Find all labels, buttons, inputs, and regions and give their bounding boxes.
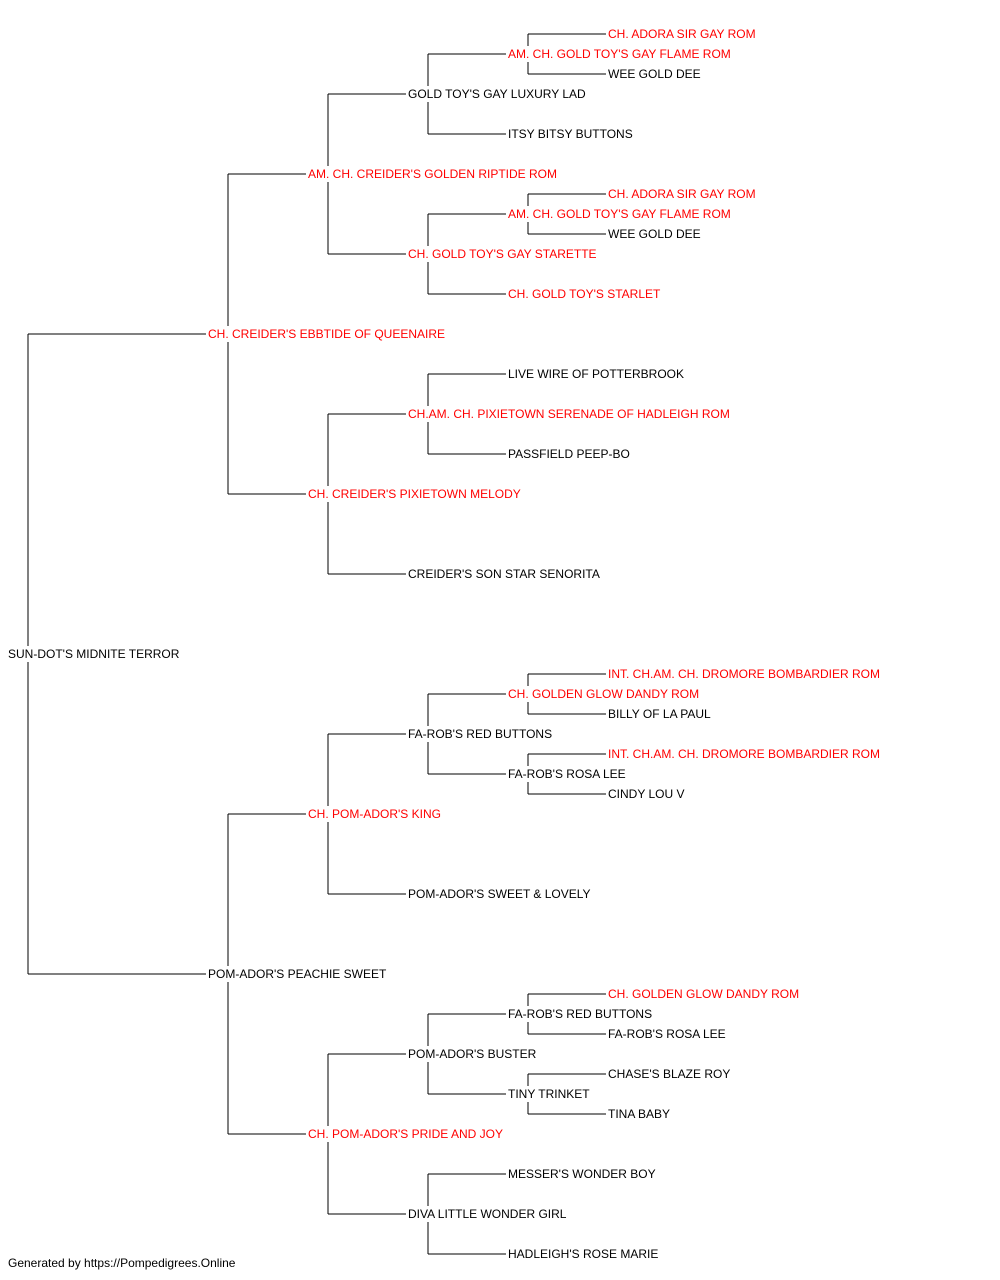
dog-name-label: CH. GOLDEN GLOW DANDY ROM <box>508 687 699 701</box>
label-background <box>506 366 687 382</box>
label-background <box>506 46 733 62</box>
dog-name-label: CH. GOLD TOY'S STARLET <box>508 287 661 301</box>
label-background <box>206 966 389 982</box>
dog-name-label: INT. CH.AM. CH. DROMORE BOMBARDIER ROM <box>608 667 880 681</box>
label-background <box>506 1166 658 1182</box>
label-background <box>606 226 703 242</box>
dog-name-label: POM-ADOR'S PEACHIE SWEET <box>208 967 387 981</box>
dog-name-label: TINA BABY <box>608 1107 670 1121</box>
label-background <box>406 886 593 902</box>
label-background <box>606 746 883 762</box>
label-background <box>506 766 628 782</box>
label-background <box>506 1086 592 1102</box>
label-background <box>606 666 883 682</box>
dog-name-label: MESSER'S WONDER BOY <box>508 1167 656 1181</box>
dog-name-label: CH.AM. CH. PIXIETOWN SERENADE OF HADLEIG… <box>408 407 730 421</box>
footer-credit: Generated by https://Pompedigrees.Online <box>8 1256 236 1270</box>
dog-name-label: CINDY LOU V <box>608 787 684 801</box>
label-background <box>306 1126 505 1142</box>
dog-name-label: AM. CH. CREIDER'S GOLDEN RIPTIDE ROM <box>308 167 557 181</box>
dog-name-label: AM. CH. GOLD TOY'S GAY FLAME ROM <box>508 47 731 61</box>
label-background <box>406 566 602 582</box>
dog-name-label: POM-ADOR'S BUSTER <box>408 1047 537 1061</box>
label-background <box>606 1106 673 1122</box>
label-background <box>406 1046 539 1062</box>
label-background <box>406 86 588 102</box>
label-background <box>606 26 758 42</box>
dog-name-label: LIVE WIRE OF POTTERBROOK <box>508 367 684 381</box>
dog-name-label: CH. ADORA SIR GAY ROM <box>608 187 756 201</box>
dog-name-label: CH. ADORA SIR GAY ROM <box>608 27 756 41</box>
dog-name-label: INT. CH.AM. CH. DROMORE BOMBARDIER ROM <box>608 747 880 761</box>
pedigree-connector-lines <box>27 33 606 1255</box>
dog-name-label: CH. GOLD TOY'S GAY STARETTE <box>408 247 597 261</box>
dog-name-label: AM. CH. GOLD TOY'S GAY FLAME ROM <box>508 207 731 221</box>
dog-name-label: ITSY BITSY BUTTONS <box>508 127 633 141</box>
dog-name-label: CREIDER'S SON STAR SENORITA <box>408 567 600 581</box>
pedigree-name-labels: CH. ADORA SIR GAY ROM WEE GOLD DEE AM. CH.… <box>6 26 883 1262</box>
label-background <box>606 1066 733 1082</box>
dog-name-label: SUN-DOT'S MIDNITE TERROR <box>8 647 180 661</box>
dog-name-label: BILLY OF LA PAUL <box>608 707 711 721</box>
dog-name-label: GOLD TOY'S GAY LUXURY LAD <box>408 87 586 101</box>
label-background <box>506 286 663 302</box>
label-background <box>506 206 733 222</box>
dog-name-label: CH. CREIDER'S PIXIETOWN MELODY <box>308 487 521 501</box>
label-background <box>6 646 182 662</box>
label-background <box>606 186 758 202</box>
label-background <box>206 326 447 342</box>
dog-name-label: FA-ROB'S RED BUTTONS <box>408 727 552 741</box>
dog-name-label: CH. POM-ADOR'S PRIDE AND JOY <box>308 1127 503 1141</box>
label-background <box>606 986 802 1002</box>
label-background <box>306 166 559 182</box>
label-background <box>606 66 703 82</box>
label-background <box>406 726 555 742</box>
label-background <box>406 246 599 262</box>
label-background <box>606 1026 728 1042</box>
label-background <box>506 686 702 702</box>
dog-name-label: CH. GOLDEN GLOW DANDY ROM <box>608 987 799 1001</box>
label-background <box>306 486 523 502</box>
dog-name-label: FA-ROB'S ROSA LEE <box>508 767 626 781</box>
dog-name-label: WEE GOLD DEE <box>608 227 701 241</box>
label-background <box>606 786 687 802</box>
dog-name-label: FA-ROB'S ROSA LEE <box>608 1027 726 1041</box>
label-background <box>506 1246 661 1262</box>
label-background <box>306 806 443 822</box>
dog-name-label: POM-ADOR'S SWEET & LOVELY <box>408 887 591 901</box>
dog-name-label: DIVA LITTLE WONDER GIRL <box>408 1207 567 1221</box>
dog-name-label: FA-ROB'S RED BUTTONS <box>508 1007 652 1021</box>
label-background <box>506 126 635 142</box>
dog-name-label: PASSFIELD PEEP-BO <box>508 447 630 461</box>
label-background <box>406 1206 569 1222</box>
dog-name-label: CHASE'S BLAZE ROY <box>608 1067 730 1081</box>
label-background <box>506 446 632 462</box>
dog-name-label: HADLEIGH'S ROSE MARIE <box>508 1247 658 1261</box>
dog-name-label: CH. CREIDER'S EBBTIDE OF QUEENAIRE <box>208 327 445 341</box>
dog-name-label: TINY TRINKET <box>508 1087 590 1101</box>
dog-name-label: WEE GOLD DEE <box>608 67 701 81</box>
label-background <box>506 1006 655 1022</box>
label-background <box>606 706 713 722</box>
label-background <box>406 406 732 422</box>
dog-name-label: CH. POM-ADOR'S KING <box>308 807 441 821</box>
